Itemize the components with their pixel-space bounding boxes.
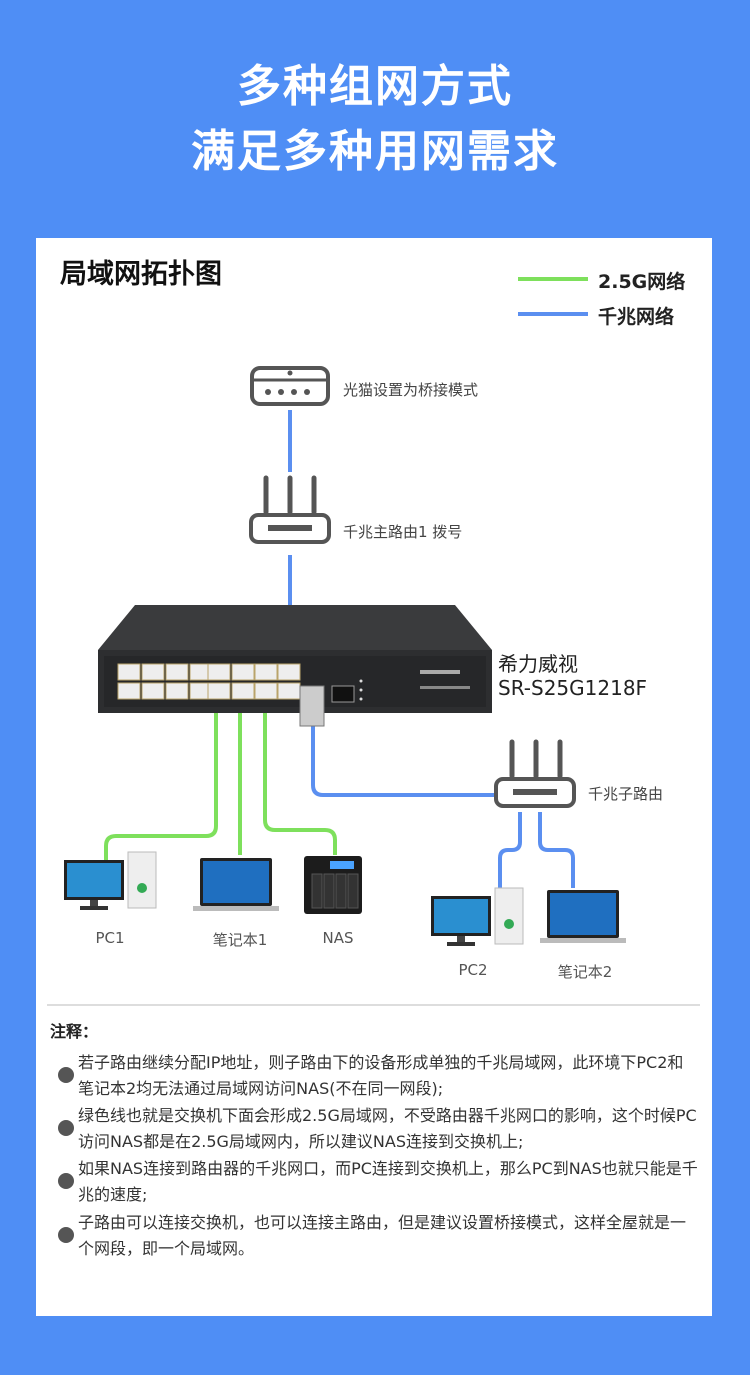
legend-2-5g-label: 2.5G网络 — [598, 271, 686, 293]
pc2-icon — [431, 887, 524, 946]
topology-card — [36, 238, 712, 1316]
ethernet-ports — [117, 663, 301, 700]
note-bullet-icon — [58, 1120, 74, 1136]
modem-icon — [250, 366, 330, 406]
2-5g-links — [104, 700, 337, 860]
sfp-port — [331, 685, 355, 703]
sub-router-label: 千兆子路由 — [588, 785, 664, 803]
note-bullet-icon — [58, 1173, 74, 1189]
pc1-label: PC1 — [95, 929, 125, 947]
note-bullet-icon — [58, 1227, 74, 1243]
notebook2-icon — [540, 890, 626, 943]
divider — [47, 1004, 700, 1006]
gigabit-links — [288, 410, 575, 888]
switch-device-image — [98, 605, 492, 727]
switch-model: SR-S25G1218F — [498, 676, 648, 700]
switch-brand: 希力威视 — [498, 652, 578, 676]
legend-gigabit-label: 千兆网络 — [598, 306, 675, 328]
main-router-label: 千兆主路由1 拨号 — [343, 523, 463, 541]
pc2-label: PC2 — [458, 961, 488, 979]
notebook1-icon — [193, 858, 279, 911]
nas-icon — [304, 856, 362, 914]
note-item: 子路由可以连接交换机，也可以连接主路由，但是建议设置桥接模式，这样全屋就是一个网… — [78, 1213, 687, 1258]
note-bullet-icon — [58, 1067, 74, 1083]
notes-title: 注释： — [50, 1022, 99, 1041]
sfp-module — [299, 685, 325, 727]
hero-title-line2: 满足多种用网需求 — [191, 126, 559, 177]
note-item: 如果NAS连接到路由器的千兆网口，而PC连接到交换机上，那么PC到NAS也就只能… — [78, 1159, 698, 1204]
notebook2-label: 笔记本2 — [557, 963, 613, 981]
sub-router-icon — [494, 739, 576, 808]
note-item: 若子路由继续分配IP地址，则子路由下的设备形成单独的千兆局域网，此环境下PC2和… — [78, 1053, 684, 1098]
nas-label: NAS — [322, 929, 354, 947]
modem-label: 光猫设置为桥接模式 — [343, 381, 479, 399]
main-router-icon — [249, 475, 331, 544]
hero-title-line1: 多种组网方式 — [237, 61, 513, 112]
note-item: 绿色线也就是交换机下面会形成2.5G局域网，不受路由器千兆网口的影响，这个时候P… — [78, 1106, 697, 1151]
card-title: 局域网拓扑图 — [60, 259, 222, 290]
pc1-icon — [64, 851, 157, 910]
notebook1-label: 笔记本1 — [212, 931, 268, 949]
